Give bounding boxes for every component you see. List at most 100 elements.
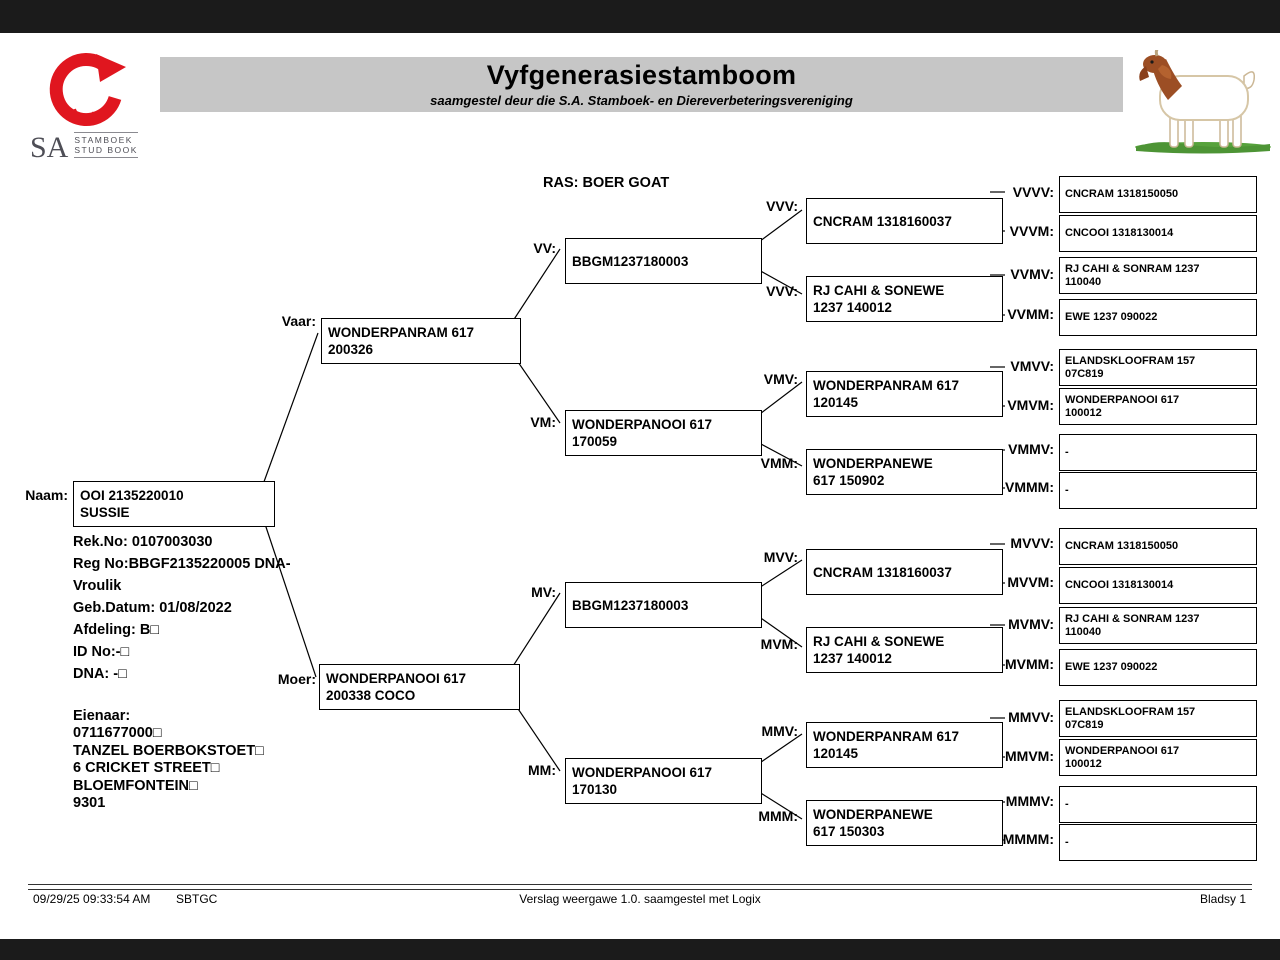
pedigree-node-mmmv: -	[1059, 786, 1257, 823]
pedigree-label-vmvv: VMVV:	[1010, 358, 1054, 374]
pedigree-node-vm: WONDERPANOOI 617 170059	[565, 410, 762, 456]
pedigree-node-vvmm: EWE 1237 090022	[1059, 299, 1257, 336]
pedigree-node-text: WONDERPANRAM 617 120145	[813, 378, 960, 410]
logo-studbook-text: STUD BOOK	[74, 145, 138, 155]
pedigree-node-mvmv: RJ CAHI & SONRAM 1237 110040	[1059, 607, 1257, 644]
pedigree-label-mm: MM:	[528, 762, 556, 778]
pedigree-label-vvmm: VVMM:	[1007, 306, 1054, 322]
detail-line: DNA: -□	[73, 666, 127, 682]
owner-line: Eienaar:	[73, 708, 131, 724]
pedigree-label-moer: Moer:	[277, 671, 316, 687]
sa-logo-mark-icon	[49, 53, 126, 126]
pedigree-label-mvmv: MVMV:	[1008, 616, 1054, 632]
pedigree-node-vmmv: -	[1059, 434, 1257, 471]
report-subtitle: saamgestel deur die S.A. Stamboek- en Di…	[430, 93, 853, 108]
detail-line: Vroulik	[73, 578, 122, 594]
report-title: Vyfgenerasiestamboom	[486, 60, 797, 90]
pedigree-label-mvvm: MVVM:	[1007, 574, 1054, 590]
footer-version-text: Verslag weergawe 1.0. saamgestel met Log…	[519, 892, 761, 906]
pedigree-label-vv: VV:	[533, 240, 556, 256]
pedigree-label-mmm: MMM:	[758, 808, 798, 824]
pedigree-label-mv: MV:	[531, 584, 556, 600]
pedigree-label-mvv: MVV:	[763, 549, 798, 565]
pedigree-node-vmmm: -	[1059, 472, 1257, 509]
pedigree-label-vmvm: VMVM:	[1007, 397, 1054, 413]
pedigree-node-text: ELANDSKLOOFRAM 157 07C819	[1065, 354, 1196, 380]
pedigree-node-mmv: WONDERPANRAM 617 120145	[806, 722, 1003, 768]
pedigree-label-vmm: VMM:	[760, 455, 798, 471]
pedigree-node-text: CNCRAM 1318150050	[1065, 540, 1179, 552]
pedigree-label-mmvm: MMVM:	[1005, 748, 1054, 764]
footer-divider	[28, 884, 1252, 890]
pedigree-node-mmmm: -	[1059, 824, 1257, 861]
owner-line: 9301	[73, 795, 106, 812]
pedigree-node-text: -	[1065, 836, 1069, 848]
owner-line: TANZEL BOERBOKSTOET□	[73, 742, 264, 759]
pedigree-label-mmv: MMV:	[761, 723, 798, 739]
pedigree-node-text: WONDERPANRAM 617 200326	[328, 325, 475, 357]
pedigree-node-vvvv: CNCRAM 1318150050	[1059, 176, 1257, 213]
pedigree-node-text: -	[1065, 484, 1069, 496]
pedigree-label-vvv: VVV:	[766, 198, 798, 214]
pedigree-node-text: RJ CAHI & SONRAM 1237 110040	[1065, 262, 1200, 288]
pedigree-label-mmvv: MMVV:	[1008, 709, 1054, 725]
pedigree-node-text: -	[1065, 798, 1069, 810]
detail-line: Afdeling: B□	[73, 622, 160, 638]
owner-line: BLOEMFONTEIN□	[73, 777, 198, 794]
footer-report-code: SBTGC	[176, 892, 218, 906]
pedigree-label-vmmm: VMMM:	[1005, 479, 1054, 495]
pedigree-node-text: CNCRAM 1318150050	[1065, 188, 1179, 200]
pedigree-node-text: CNCRAM 1318160037	[813, 213, 952, 229]
pedigree-node-text: BBGM1237180003	[572, 597, 689, 613]
pedigree-node-mm: WONDERPANOOI 617 170130	[565, 758, 762, 804]
pedigree-node-text: WONDERPANEWE 617 150902	[813, 456, 933, 488]
pedigree-node-vmm: WONDERPANEWE 617 150902	[806, 449, 1003, 495]
pedigree-node-mmm: WONDERPANEWE 617 150303	[806, 800, 1003, 846]
pedigree-node-text: EWE 1237 090022	[1065, 661, 1158, 673]
pedigree-node-vv: BBGM1237180003	[565, 238, 762, 284]
footer-datetime: 09/29/25 09:33:54 AM	[33, 892, 151, 906]
pedigree-node-text: BBGM1237180003	[572, 253, 689, 269]
detail-line: Rek.No: 0107003030	[73, 534, 213, 550]
pedigree-node-mmvm: WONDERPANOOI 617 100012	[1059, 739, 1257, 776]
pedigree-node-naam: OOI 2135220010 SUSSIE	[73, 481, 275, 527]
pedigree-node-text: CNCOOI 1318130014	[1065, 579, 1174, 591]
pedigree-label-naam: Naam:	[25, 487, 68, 503]
pedigree-label-mvm: MVM:	[760, 636, 798, 652]
pedigree-node-vmvv: ELANDSKLOOFRAM 157 07C819	[1059, 349, 1257, 386]
detail-line: Reg No:BBGF2135220005 DNA-	[73, 556, 291, 572]
top-black-bar	[0, 0, 1280, 33]
pedigree-node-text: -	[1065, 446, 1069, 458]
pedigree-node-text: WONDERPANOOI 617 200338 COCO	[326, 671, 467, 703]
pedigree-label-vmv: VMV:	[763, 371, 798, 387]
footer-page-number: Bladsy 1	[1199, 892, 1246, 906]
bottom-black-bar	[0, 939, 1280, 960]
pedigree-label-vvvm: VVVM:	[1009, 223, 1054, 239]
pedigree-node-text: WONDERPANOOI 617 100012	[1065, 393, 1180, 419]
pedigree-node-mvm: RJ CAHI & SONEWE 1237 140012	[806, 627, 1003, 673]
pedigree-label-vaar: Vaar:	[281, 313, 316, 329]
pedigree-node-text: ELANDSKLOOFRAM 157 07C819	[1065, 705, 1196, 731]
pedigree-node-text: WONDERPANOOI 617 100012	[1065, 744, 1180, 770]
report-header: Vyfgenerasiestamboom saamgestel deur die…	[160, 57, 1123, 112]
pedigree-label-vm: VM:	[530, 414, 556, 430]
pedigree-label-mvmm: MVMM:	[1005, 656, 1054, 672]
pedigree-node-text: RJ CAHI & SONEWE 1237 140012	[813, 634, 945, 666]
pedigree-node-text: RJ CAHI & SONEWE 1237 140012	[813, 283, 945, 315]
logo-sa-text: SA	[30, 131, 69, 164]
pedigree-node-mvvv: CNCRAM 1318150050	[1059, 528, 1257, 565]
detail-line: Geb.Datum: 01/08/2022	[73, 600, 232, 616]
boer-goat-image	[1135, 50, 1271, 154]
pedigree-label-vmmv: VMMV:	[1008, 441, 1054, 457]
owner-line: 6 CRICKET STREET□	[73, 760, 220, 777]
pedigree-node-mvv: CNCRAM 1318160037	[806, 549, 1003, 595]
animal-details: Rek.No: 0107003030 Reg No:BBGF2135220005…	[73, 531, 291, 685]
pedigree-label-vvmv: VVMV:	[1010, 266, 1054, 282]
owner-line: 0711677000□	[73, 725, 162, 742]
pedigree-label-mvvv: MVVV:	[1010, 535, 1054, 551]
pedigree-node-mvmm: EWE 1237 090022	[1059, 649, 1257, 686]
pedigree-node-text: WONDERPANEWE 617 150303	[813, 807, 933, 839]
pedigree-label-vvvv: VVVV:	[1012, 184, 1054, 200]
